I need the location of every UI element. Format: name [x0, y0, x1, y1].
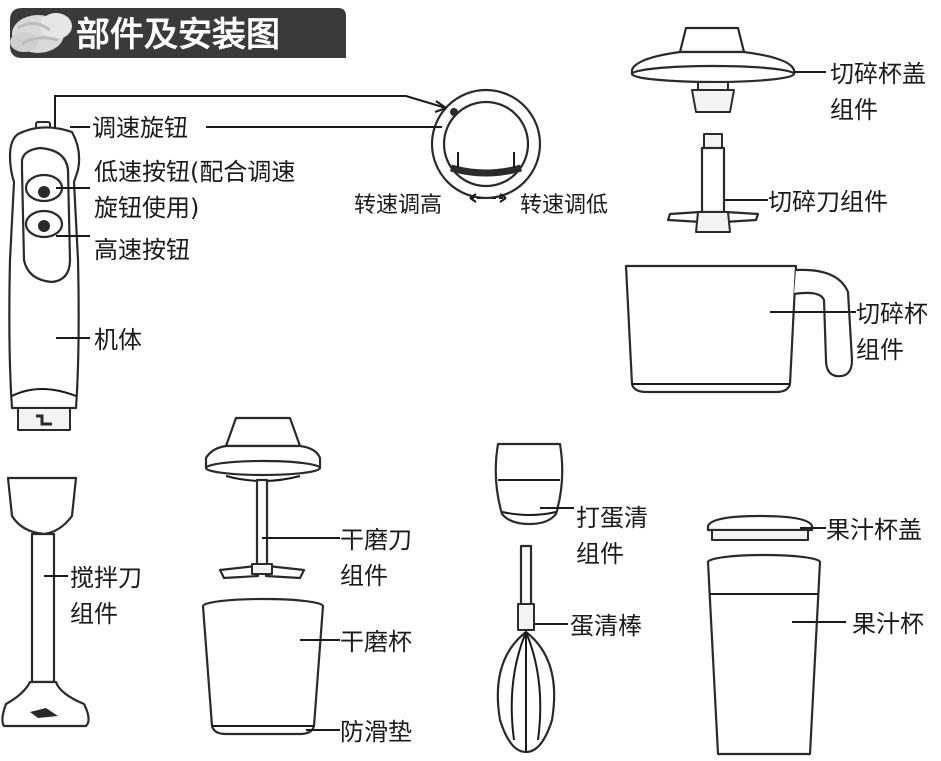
juice-lid-label: 果汁杯盖: [826, 516, 922, 544]
speed-up-label: 转速调高: [354, 193, 442, 218]
low-speed-button-icon: [38, 186, 50, 198]
whisk-rod-label: 蛋清棒: [570, 612, 642, 640]
juice-lid: [706, 514, 814, 541]
high-speed-button-label: 高速按钮: [94, 236, 190, 264]
antislip-pad-label: 防滑垫: [340, 718, 412, 746]
chopper-cup-label-line1: 切碎杯: [856, 300, 928, 328]
chopper-lid-label-line1: 切碎杯盖: [830, 60, 926, 88]
speed-dial: [430, 88, 542, 203]
whisk-head-label-line2: 组件: [576, 540, 624, 568]
motor-body: [8, 121, 81, 431]
low-speed-button-label-line1: 低速按钮(配合调速: [94, 158, 295, 186]
low-speed-button-label-line2: 旋钮使用): [94, 194, 199, 222]
blender-blade: [1, 476, 90, 728]
juice-cup: [706, 553, 822, 756]
whisk-head: [494, 442, 564, 526]
speed-down-label: 转速调低: [520, 193, 608, 218]
chopper-cup: [624, 264, 854, 394]
whisk-rod: [496, 544, 556, 754]
chopper-blade: [666, 133, 760, 233]
chopper-cup-label-line2: 组件: [856, 336, 904, 364]
grinder-blade: [204, 416, 322, 580]
grinder-cup: [201, 597, 325, 736]
blender-blade-label-line2: 组件: [70, 600, 118, 628]
grinder-blade-label-line2: 组件: [340, 562, 388, 590]
chopper-lid: [630, 26, 796, 113]
grinder-cup-label: 干磨杯: [340, 628, 412, 656]
title-cloud-icon: [10, 13, 72, 53]
whisk-head-label-line1: 打蛋清: [576, 504, 648, 532]
title-banner: 部件及安装图: [10, 8, 346, 58]
high-speed-button-icon: [38, 220, 50, 232]
grinder-blade-label-line1: 干磨刀: [340, 526, 412, 554]
blender-blade-label-line1: 搅拌刀: [70, 564, 142, 592]
juice-cup-label: 果汁杯: [852, 610, 924, 638]
chopper-blade-label: 切碎刀组件: [768, 188, 888, 216]
body-label: 机体: [94, 326, 142, 354]
page-title: 部件及安装图: [76, 15, 280, 55]
speed-knob-label: 调速旋钮: [92, 114, 188, 142]
chopper-lid-label-line2: 组件: [830, 96, 878, 124]
